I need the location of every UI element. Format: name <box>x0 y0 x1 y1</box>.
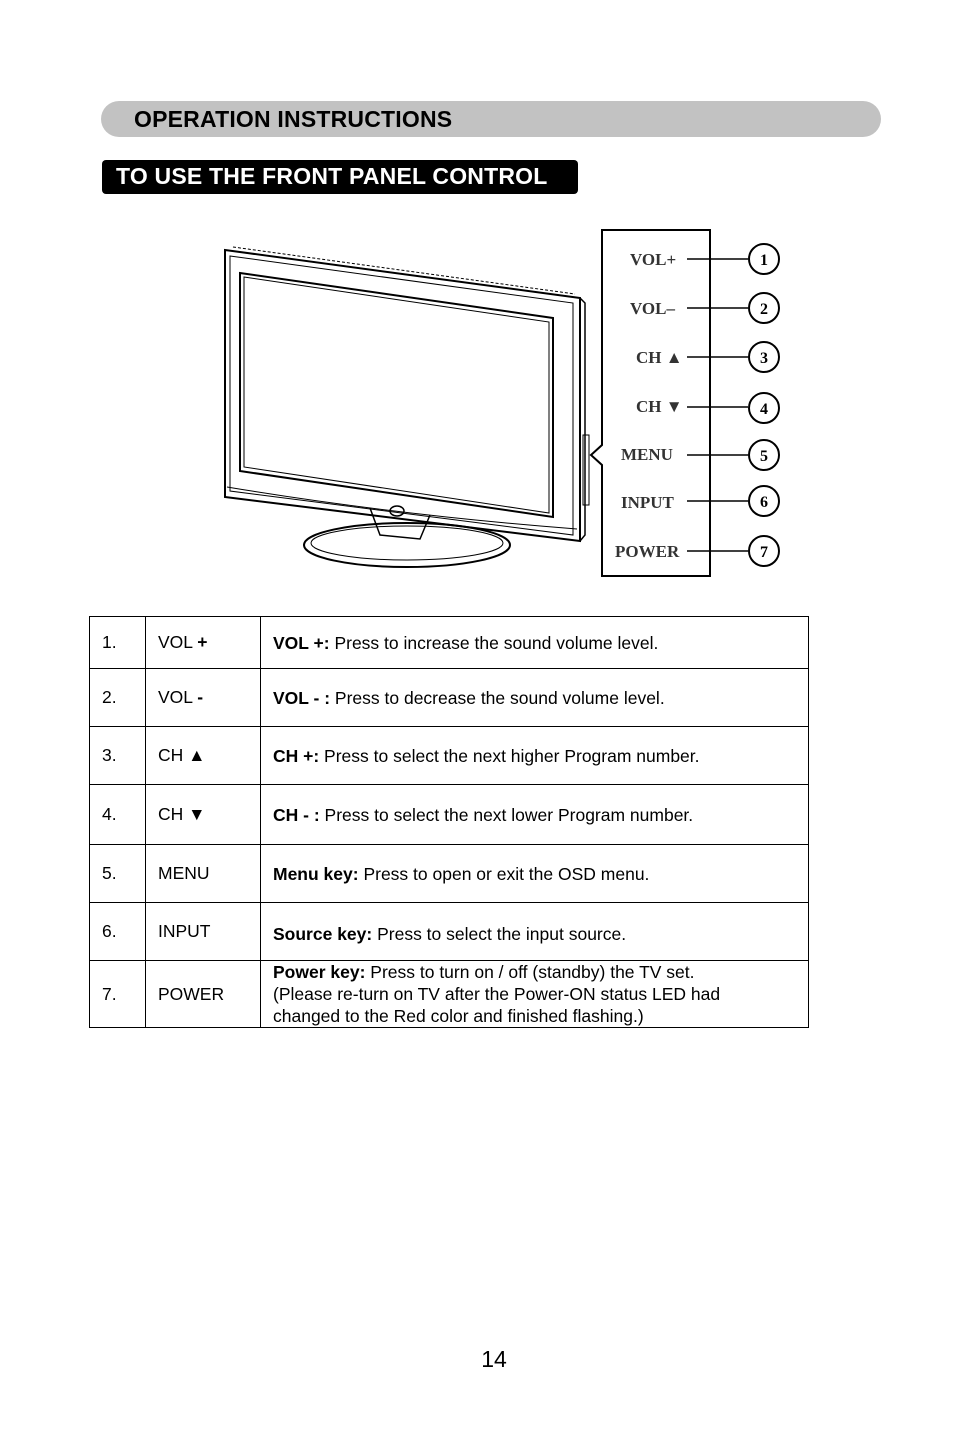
row-number: 2. <box>89 668 146 727</box>
table-row: 2. VOL - VOL - : Press to decrease the s… <box>89 668 809 727</box>
controls-table: 1. VOL + VOL +: Press to increase the so… <box>89 616 809 1028</box>
callout-circle-4 <box>748 392 780 424</box>
key-name: POWER <box>145 960 261 1028</box>
callout-circle-2 <box>748 292 780 324</box>
key-description: Source key: Press to select the input so… <box>260 902 809 961</box>
table-row: 1. VOL + VOL +: Press to increase the so… <box>89 616 809 669</box>
table-row: 3. CH ▲ CH +: Press to select the next h… <box>89 726 809 785</box>
row-number: 5. <box>89 844 146 903</box>
row-number: 3. <box>89 726 146 785</box>
key-name: VOL + <box>145 616 261 669</box>
callout-number-4: 4 <box>760 401 768 418</box>
callout-circle-3 <box>748 341 780 373</box>
key-description: CH - : Press to select the next lower Pr… <box>260 784 809 845</box>
button-legend: VOL+ VOL– CH ▲ CH ▼ MENU INPUT POWER <box>589 229 780 577</box>
legend-label-vol-plus: VOL+ <box>630 250 676 269</box>
callout-number-2: 2 <box>760 301 768 318</box>
row-number: 6. <box>89 902 146 961</box>
callout-circle-5 <box>748 439 780 471</box>
row-number: 1. <box>89 616 146 669</box>
subsection-header: TO USE THE FRONT PANEL CONTROL <box>102 160 578 194</box>
key-description: CH +: Press to select the next higher Pr… <box>260 726 809 785</box>
key-name: VOL - <box>145 668 261 727</box>
row-number: 4. <box>89 784 146 845</box>
front-panel-diagram: VOL+ VOL– CH ▲ CH ▼ MENU INPUT POWER <box>224 229 780 577</box>
subsection-title: TO USE THE FRONT PANEL CONTROL <box>116 163 548 189</box>
key-description: VOL +: Press to increase the sound volum… <box>260 616 809 669</box>
legend-label-menu: MENU <box>621 445 673 464</box>
table-row: 6. INPUT Source key: Press to select the… <box>89 902 809 961</box>
callout-number-7: 7 <box>760 544 768 561</box>
callout-number-6: 6 <box>760 494 768 511</box>
page-number: 14 <box>481 1346 507 1372</box>
table-row: 7. POWER Power key: Press to turn on / o… <box>89 960 809 1028</box>
legend-label-vol-minus: VOL– <box>630 299 675 318</box>
callout-circle-7 <box>748 535 780 567</box>
section-header: OPERATION INSTRUCTIONS <box>101 101 881 137</box>
callout-circle-1 <box>748 243 780 275</box>
key-name: INPUT <box>145 902 261 961</box>
section-title: OPERATION INSTRUCTIONS <box>134 106 453 132</box>
legend-label-input: INPUT <box>621 493 675 512</box>
row-number: 7. <box>89 960 146 1028</box>
legend-label-ch-up: CH ▲ <box>636 348 683 367</box>
legend-label-power: POWER <box>615 542 680 561</box>
table-row: 5. MENU Menu key: Press to open or exit … <box>89 844 809 903</box>
key-name: MENU <box>145 844 261 903</box>
legend-label-ch-down: CH ▼ <box>636 397 683 416</box>
callout-number-3: 3 <box>760 350 768 367</box>
callout-number-1: 1 <box>760 252 768 269</box>
key-name: CH ▲ <box>145 726 261 785</box>
key-description: VOL - : Press to decrease the sound volu… <box>260 668 809 727</box>
key-name: CH ▼ <box>145 784 261 845</box>
callout-number-5: 5 <box>760 448 768 465</box>
table-row: 4. CH ▼ CH - : Press to select the next … <box>89 784 809 845</box>
key-description: Menu key: Press to open or exit the OSD … <box>260 844 809 903</box>
key-description: Power key: Press to turn on / off (stand… <box>260 960 809 1028</box>
callout-circle-6 <box>748 485 780 517</box>
tv-illustration <box>224 246 590 568</box>
